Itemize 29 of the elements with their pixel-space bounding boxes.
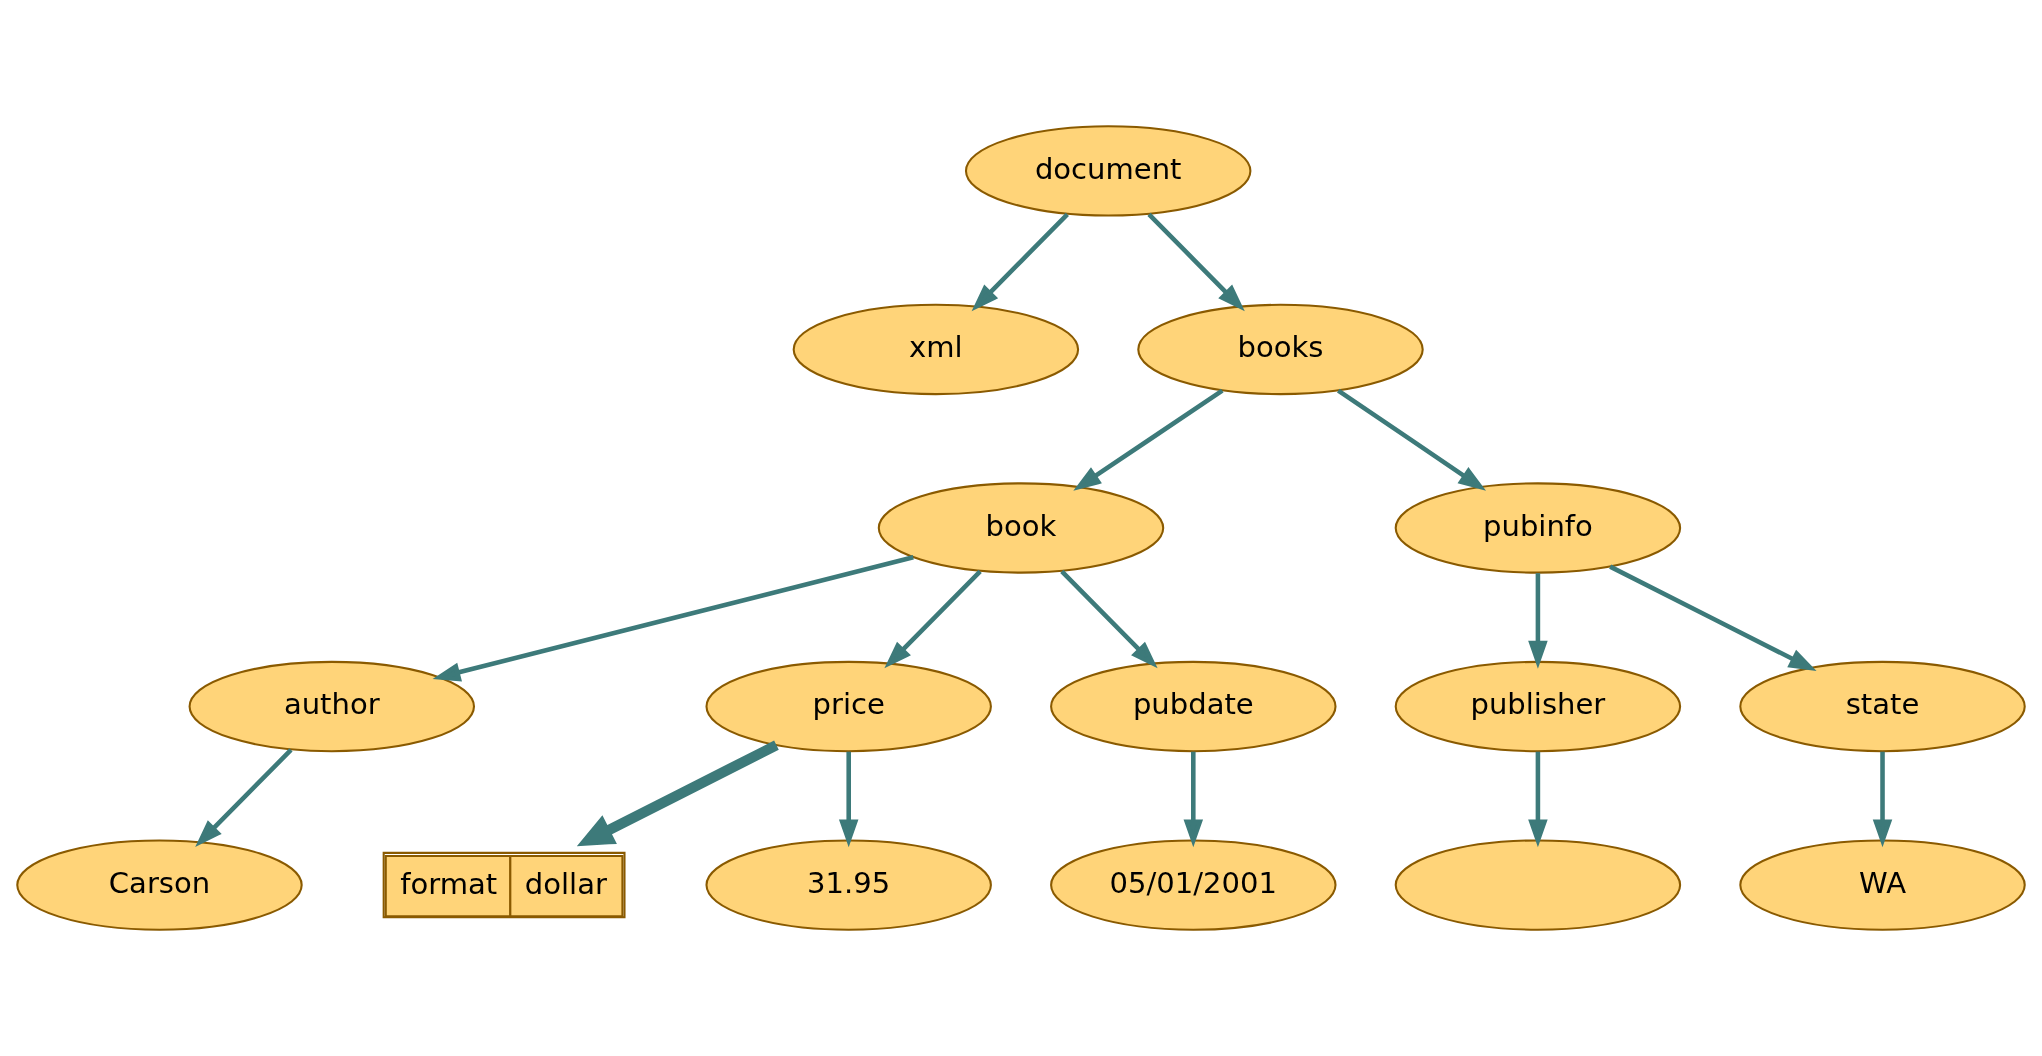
- node-ellipse: [1394, 839, 1682, 931]
- node-ellipse: 05/01/2001: [1050, 839, 1337, 931]
- node-ellipse: pubdate: [1050, 660, 1337, 753]
- arrow: [432, 555, 914, 682]
- node-ellipse: 31.95: [705, 839, 992, 931]
- arrow: [1528, 573, 1548, 669]
- arrow: [195, 748, 293, 847]
- node-ellipse: book: [877, 482, 1165, 574]
- arrow: [1183, 751, 1204, 848]
- arrow: [1073, 388, 1224, 491]
- node-ellipse: document: [964, 125, 1252, 217]
- node-ellipse: publisher: [1394, 660, 1682, 753]
- arrow: [838, 751, 859, 848]
- arrow: [884, 569, 982, 669]
- node-ellipse: xml: [792, 303, 1080, 396]
- arrow: [1337, 388, 1487, 491]
- node-ellipse: WA: [1739, 839, 2026, 931]
- node-ellipse: books: [1137, 303, 1424, 396]
- arrow: [1147, 212, 1245, 312]
- arrow: [576, 740, 779, 847]
- arrow: [971, 212, 1069, 312]
- node-ellipse: pubinfo: [1394, 482, 1682, 574]
- arrow: [1872, 751, 1893, 848]
- node-ellipse: Carson: [16, 839, 303, 931]
- node-ellipse: state: [1739, 660, 2026, 753]
- arrow: [1060, 569, 1158, 669]
- arrow: [1609, 564, 1817, 672]
- arrow: [1528, 751, 1548, 848]
- node-ellipse: price: [705, 660, 992, 753]
